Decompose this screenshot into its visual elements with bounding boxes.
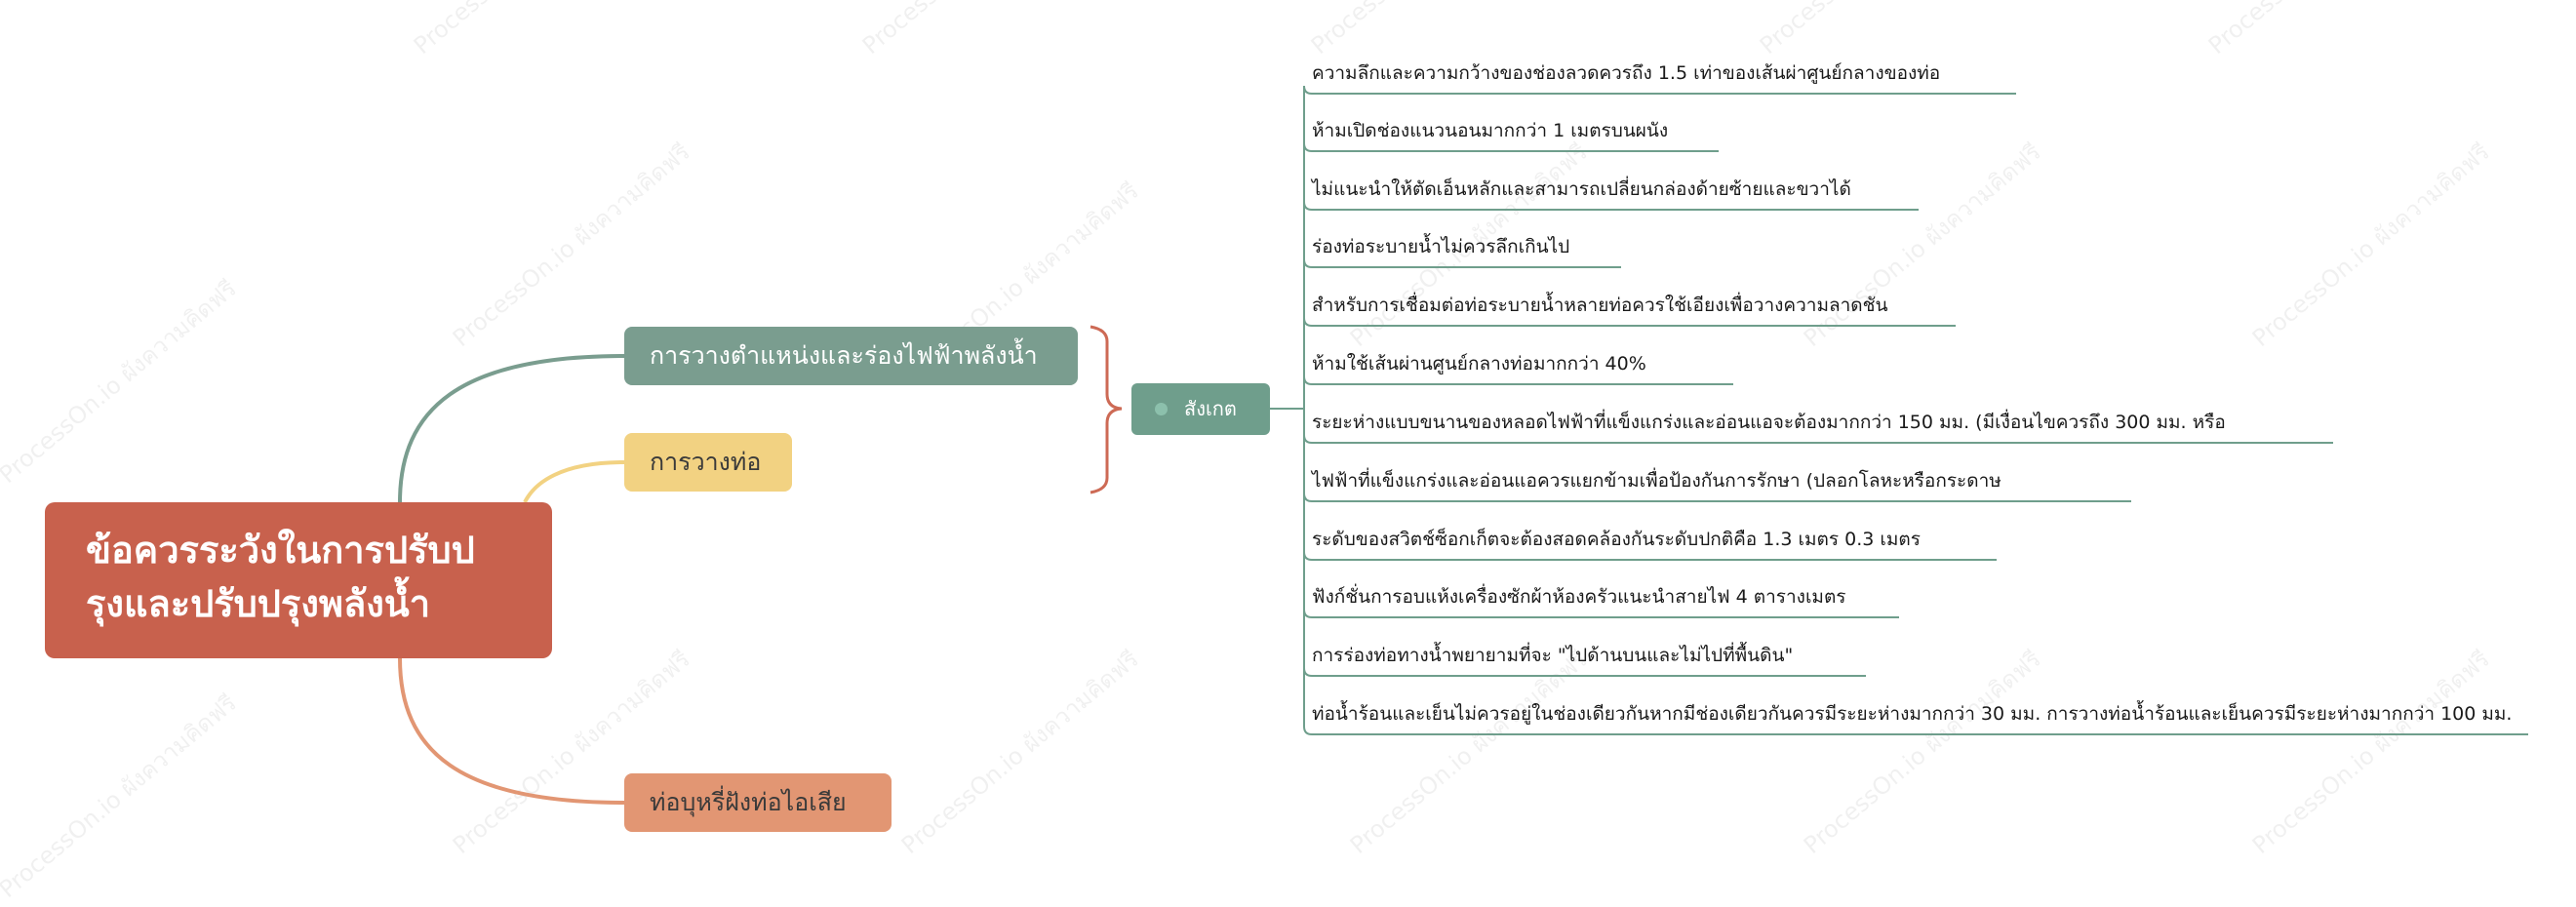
detail-item[interactable]: การร่องท่อทางน้ำพยายามที่จะ "ไปด้านบนและ… [1312,645,1794,666]
connector-root-b2 [523,460,625,503]
detail-underline [1303,201,1919,409]
detail-underline [1303,85,2016,409]
observation-dot-icon [1155,403,1168,415]
branch-exhaust-pipe[interactable]: ท่อบุหรี่ฝังท่อไอเสีย [624,773,892,832]
connector-layer [398,85,2528,805]
detail-item[interactable]: ห้ามเปิดช่องแนวนอนมากกว่า 1 เมตรบนผนัง [1312,120,1669,141]
detail-underline [1303,258,1621,409]
detail-underline [1303,375,1733,409]
connector-root-b1 [398,354,625,503]
detail-item[interactable]: สำหรับการเชื่อมต่อท่อระบายน้ำหลายท่อควรใ… [1312,295,1888,316]
detail-underline [1303,317,1956,409]
detail-connectors [1270,85,2528,735]
root-topic[interactable]: ข้อควรระวังในการปรับป รุงและปรับปรุงพลัง… [45,502,552,658]
branch-positioning-grooves[interactable]: การวางตำแหน่งและร่องไฟฟ้าพลังน้ำ [624,327,1078,385]
observation-label: สังเกต [1184,397,1237,420]
connector-root-b3 [398,657,625,805]
detail-item[interactable]: ระยะห่างแบบขนานของหลอดไฟฟ้าที่แข็งแกร่งแ… [1312,412,2226,433]
detail-item[interactable]: ระดับของสวิตช์ซ็อกเก็ตจะต้องสอดคล้องกันร… [1312,529,1921,550]
branch-pipe-laying[interactable]: การวางท่อ [624,433,792,492]
detail-item[interactable]: ท่อน้ำร้อนและเย็นไม่ควรอยู่ในช่องเดียวกั… [1312,703,2513,725]
root-topic-line-2: รุงและปรับปรุงพลังน้ำ [86,582,431,625]
detail-item[interactable]: ไฟฟ้าที่แข็งแกร่งและอ่อนแอควรแยกข้ามเพื่… [1312,470,2001,492]
detail-underline [1303,142,1719,409]
detail-item[interactable]: ความลึกและความกว้างของช่องลวดควรถึง 1.5 … [1312,62,1941,84]
detail-item[interactable]: ไม่แนะนำให้ตัดเอ็นหลักและสามารถเปลี่ยนกล… [1312,178,1851,200]
detail-item[interactable]: ห้ามใช้เส้นผ่านศูนย์กลางท่อมากกว่า 40% [1312,353,1646,375]
brace [1090,325,1123,494]
detail-item[interactable]: ร่องท่อระบายน้ำไม่ควรลึกเกินไป [1312,236,1570,257]
detail-item[interactable]: ฟังก์ชั่นการอบแห้งเครื่องซักผ้าห้องครัวแ… [1312,586,1846,608]
observation-node[interactable]: สังเกต [1131,383,1270,435]
root-topic-line-1: ข้อควรระวังในการปรับป [86,529,475,572]
detail-underline [1303,409,2528,735]
